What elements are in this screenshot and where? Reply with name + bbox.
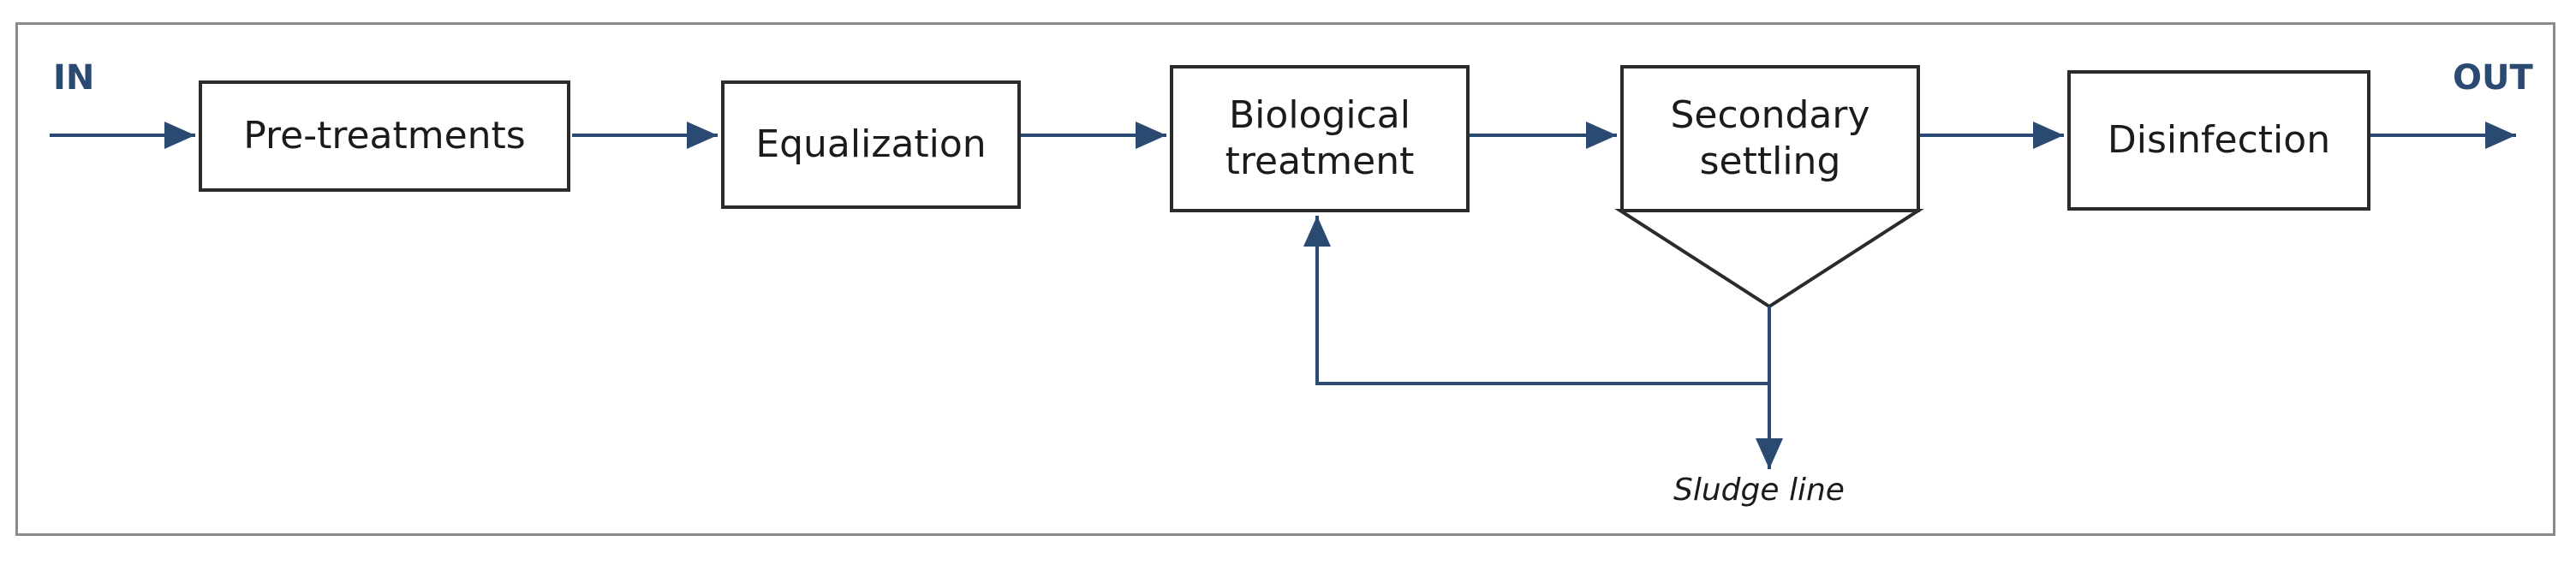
input-label: IN [53,58,95,98]
settling-hopper [1614,209,1924,309]
stage-disinfection: Disinfection [2067,70,2370,211]
sludge-recycle-line [1303,216,1769,385]
stage-secondary-settling: Secondary settling [1620,65,1920,212]
stage-equalization: Equalization [721,80,1021,209]
sludge-line-label: Sludge line [1673,473,1845,508]
stage-pretreatments: Pre-treatments [199,80,570,192]
output-label: OUT [2453,58,2533,98]
stage-biological-treatment: Biological treatment [1170,65,1470,212]
